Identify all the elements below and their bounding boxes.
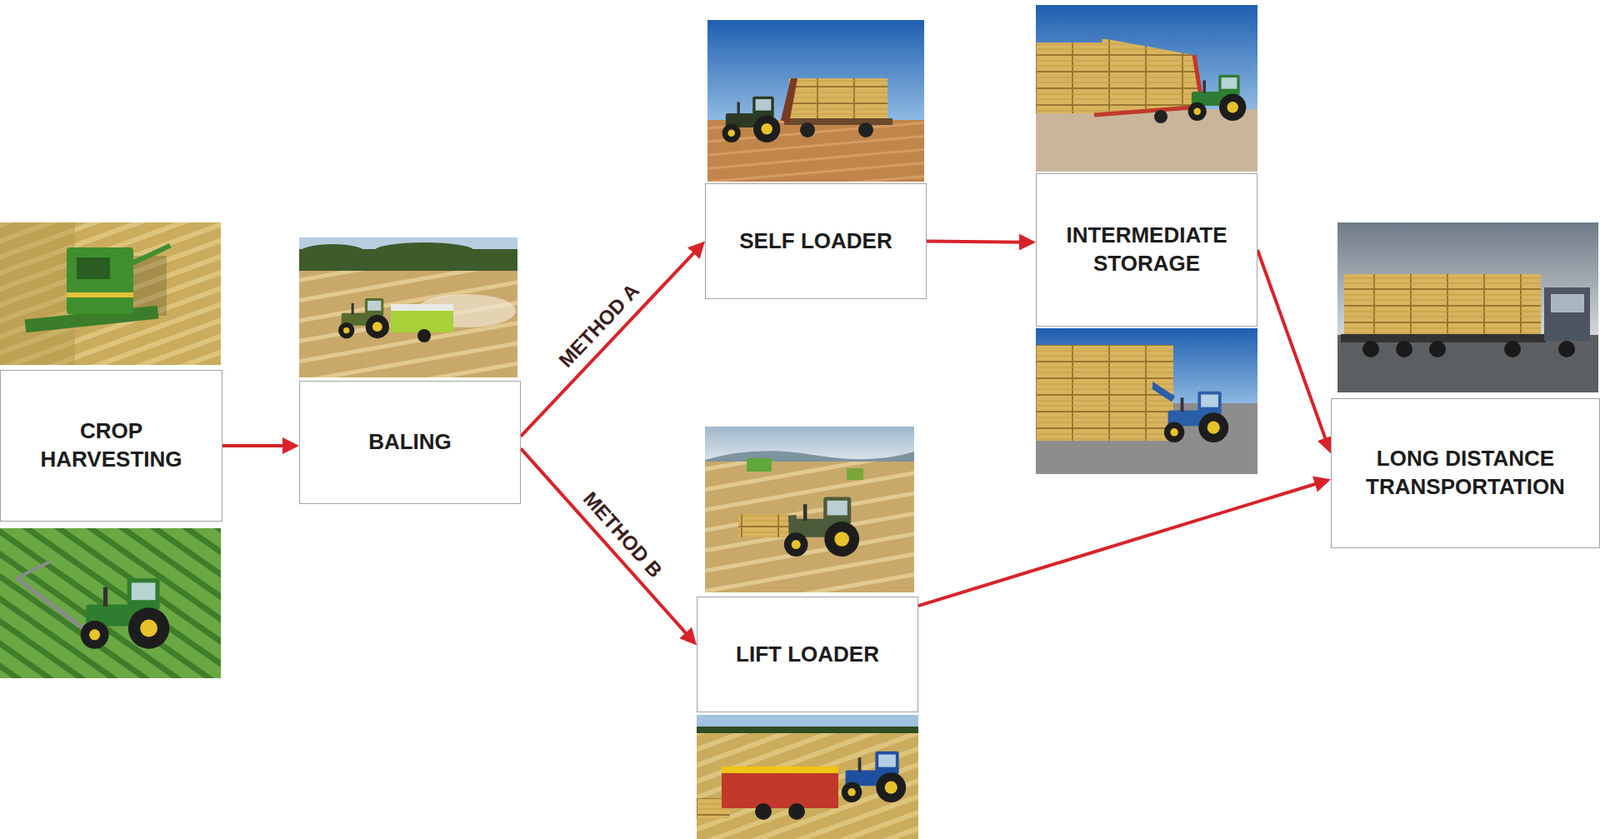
process-box: LONG DISTANCE TRANSPORTATION	[1330, 398, 1600, 549]
box-label: INTERMEDIATE STORAGE	[1048, 221, 1245, 279]
box-label: LONG DISTANCE TRANSPORTATION	[1343, 445, 1588, 502]
baler-tractor	[338, 294, 516, 343]
flow-arrow	[222, 444, 290, 448]
bale-stack-photo	[1035, 328, 1258, 475]
flow-arrow	[926, 241, 1026, 243]
process-box: LIFT LOADER	[696, 596, 919, 713]
process-box: BALING	[299, 380, 521, 505]
self-loader-trailer	[722, 78, 893, 143]
flow-arrow	[1257, 250, 1328, 445]
process-box: CROP HARVESTING	[0, 370, 223, 522]
tractor-photo	[0, 528, 221, 679]
bale-stacker	[1035, 38, 1246, 124]
square-baler	[696, 751, 906, 820]
flow-arrow	[918, 482, 1322, 606]
box-label: LIFT LOADER	[735, 640, 880, 670]
box-label: CROP HARVESTING	[12, 417, 210, 475]
telehandler	[1035, 345, 1229, 443]
method-label: METHOD B	[579, 487, 667, 582]
box-label: BALING	[368, 428, 452, 457]
self-loader-photo	[707, 20, 925, 182]
flow-arrow	[520, 448, 690, 638]
baling-photo	[299, 237, 518, 378]
lift-loader-photo	[705, 426, 915, 593]
bale-truck	[1340, 274, 1590, 358]
process-box: SELF LOADER	[705, 183, 927, 300]
rake-tractor	[16, 561, 170, 650]
baler-photo	[696, 715, 919, 839]
process-box: INTERMEDIATE STORAGE	[1035, 173, 1258, 327]
combine-photo	[0, 222, 221, 365]
truck-photo	[1337, 222, 1599, 393]
stacking-photo	[1035, 5, 1258, 172]
loader-machines	[738, 458, 864, 557]
combine-harvester	[25, 243, 172, 333]
flow-arrow	[520, 248, 699, 436]
box-label: SELF LOADER	[739, 227, 892, 256]
method-label: METHOD A	[555, 280, 644, 373]
